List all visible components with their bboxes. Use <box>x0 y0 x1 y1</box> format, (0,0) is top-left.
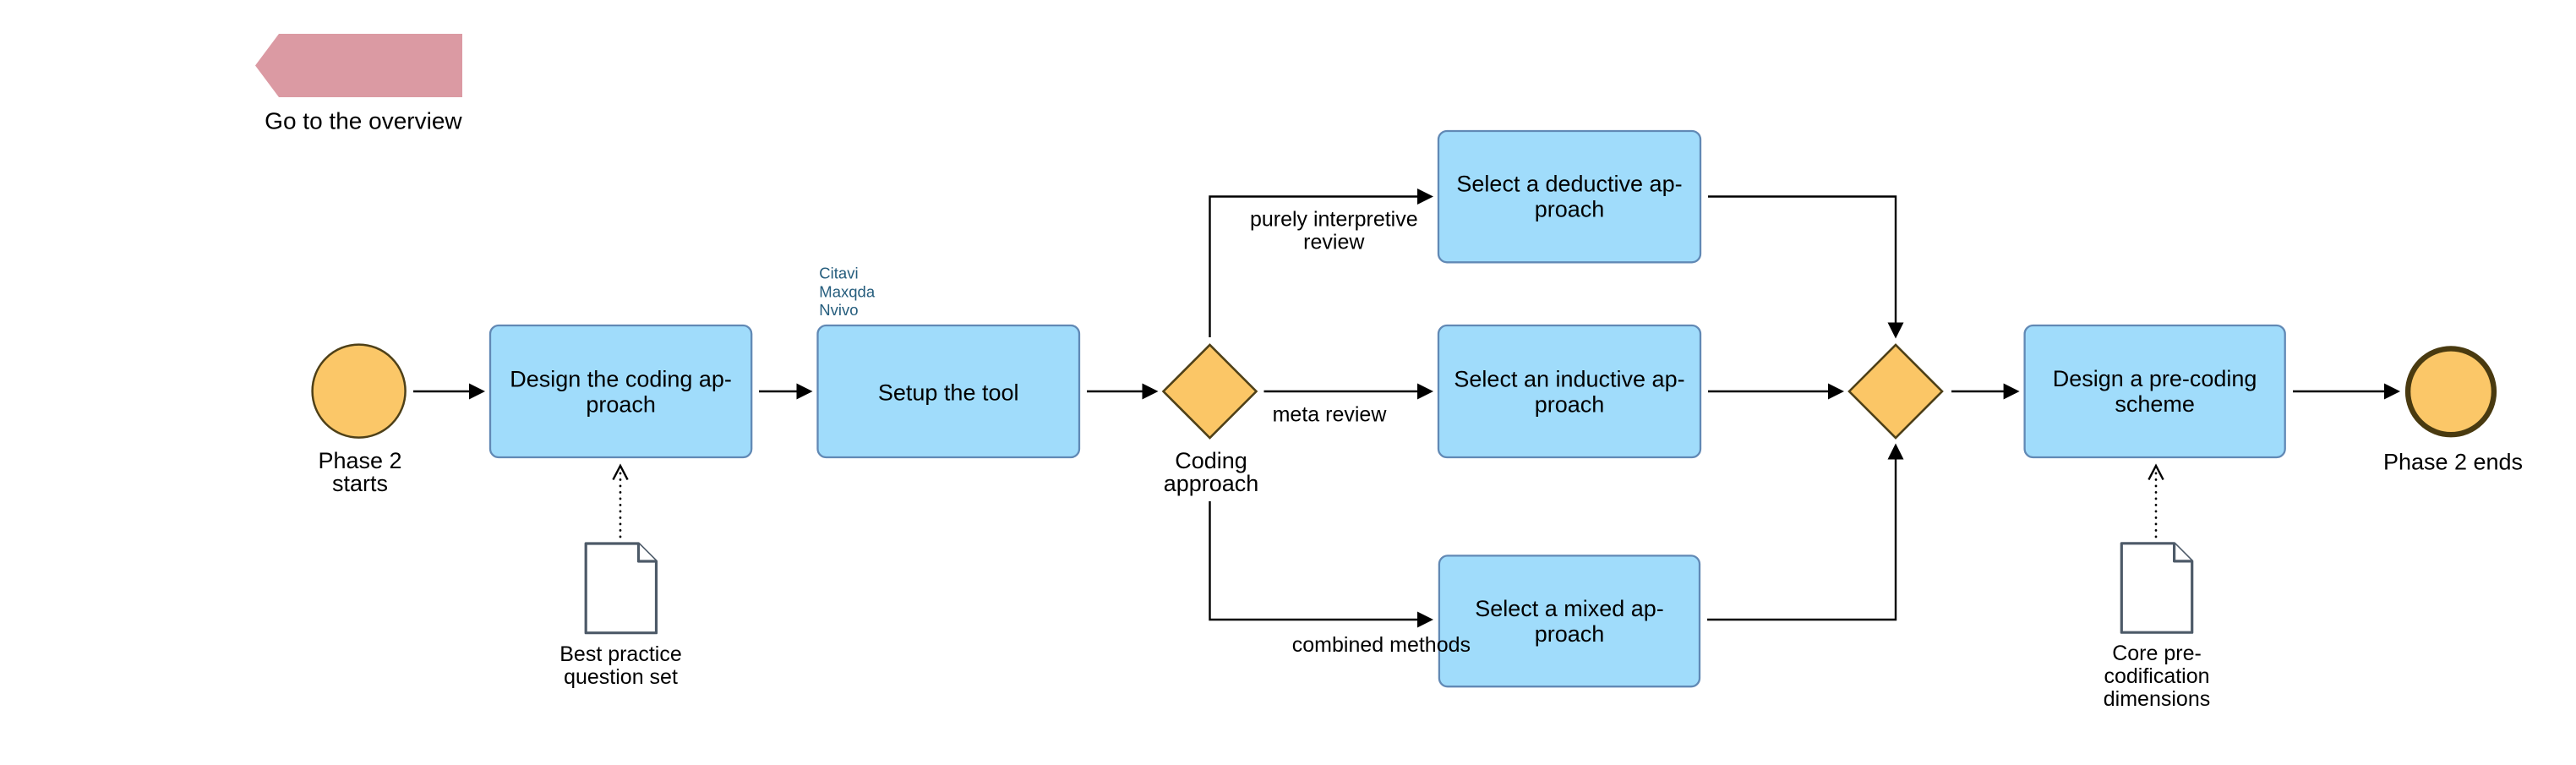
svg-text:question set: question set <box>564 665 678 689</box>
svg-text:Select a deductive ap-: Select a deductive ap- <box>1456 172 1682 197</box>
svg-text:Design the coding ap-: Design the coding ap- <box>510 367 732 392</box>
svg-text:starts: starts <box>332 471 388 496</box>
svg-text:proach: proach <box>1535 392 1605 418</box>
svg-text:Best practice: Best practice <box>559 642 682 666</box>
svg-text:proach: proach <box>586 392 656 418</box>
svg-text:dimensions: dimensions <box>2104 687 2210 711</box>
svg-text:Design a pre-coding: Design a pre-coding <box>2053 366 2257 391</box>
svg-text:Core pre-: Core pre- <box>2112 642 2202 665</box>
svg-text:Go to the overview: Go to the overview <box>265 107 462 134</box>
svg-text:proach: proach <box>1535 621 1605 647</box>
svg-text:Maxqda: Maxqda <box>819 282 876 300</box>
svg-text:Coding: Coding <box>1175 448 1247 473</box>
svg-text:review: review <box>1303 230 1365 254</box>
svg-text:scheme: scheme <box>2115 391 2195 417</box>
svg-text:meta review: meta review <box>1273 403 1388 427</box>
svg-text:combined methods: combined methods <box>1292 633 1471 657</box>
svg-text:Nvivo: Nvivo <box>819 301 858 319</box>
svg-text:Select an inductive ap-: Select an inductive ap- <box>1454 367 1684 392</box>
svg-text:codification: codification <box>2104 664 2209 688</box>
svg-text:approach: approach <box>1164 471 1259 496</box>
svg-text:Phase 2 ends: Phase 2 ends <box>2383 450 2523 475</box>
svg-text:proach: proach <box>1535 197 1605 222</box>
svg-text:Select a mixed ap-: Select a mixed ap- <box>1475 596 1664 621</box>
svg-text:purely interpretive: purely interpretive <box>1250 208 1418 232</box>
svg-text:Citavi: Citavi <box>819 265 858 282</box>
svg-text:Phase 2: Phase 2 <box>318 448 401 473</box>
svg-text:Setup the tool: Setup the tool <box>878 380 1019 406</box>
